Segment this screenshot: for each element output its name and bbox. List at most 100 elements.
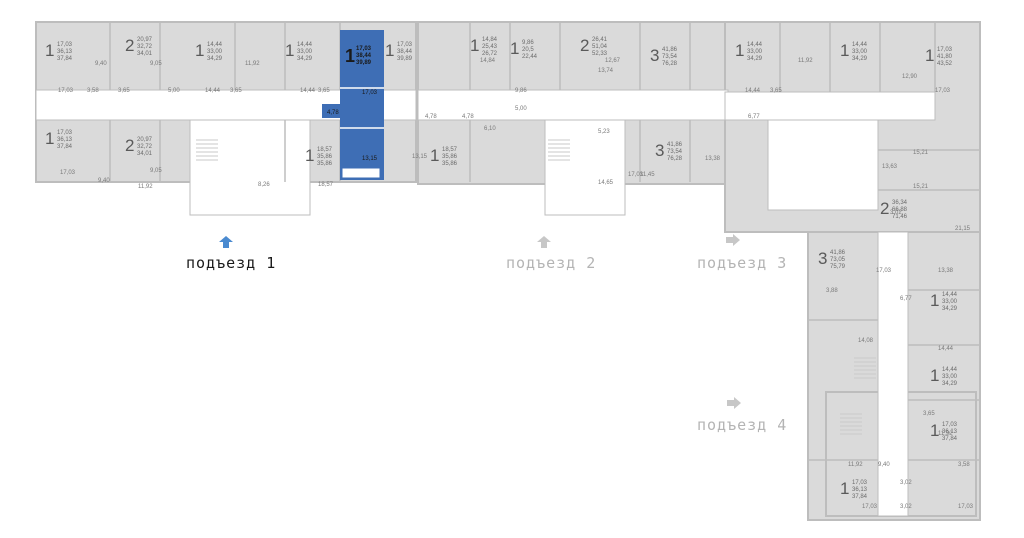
selected-area-value: 17,03 xyxy=(356,46,372,52)
area-value: 34,29 xyxy=(942,306,958,312)
area-value: 38,44 xyxy=(397,49,413,55)
area-value: 41,80 xyxy=(937,54,953,60)
area-value: 37,84 xyxy=(57,56,73,62)
area-value: 17,03 xyxy=(942,422,958,428)
area-value: 75,79 xyxy=(830,264,846,270)
area-value: 36,13 xyxy=(942,429,958,435)
entrance-4-label[interactable]: подъезд 4 xyxy=(697,416,788,434)
room-area-label: 6,10 xyxy=(484,126,496,132)
room-area-label: 13,15 xyxy=(412,154,428,160)
area-value: 14,44 xyxy=(297,42,313,48)
area-value: 34,29 xyxy=(297,56,313,62)
room-area-label: 11,92 xyxy=(848,462,863,468)
area-value: 39,89 xyxy=(397,56,413,62)
area-value: 17,03 xyxy=(57,130,73,136)
entrance-4-arrow-icon xyxy=(727,397,741,409)
room-area-label: 13,38 xyxy=(705,156,721,162)
room-area-label: 3,02 xyxy=(890,210,902,216)
area-value: 32,72 xyxy=(137,44,153,50)
room-count: 1 xyxy=(45,129,54,148)
corridor-3 xyxy=(877,231,909,517)
room-area-label: 4,78 xyxy=(462,114,474,120)
area-value: 41,86 xyxy=(830,250,846,256)
room-area-label: 5,00 xyxy=(515,106,527,112)
selected-apartment-balcony xyxy=(322,104,344,118)
room-area-label: 14,65 xyxy=(598,180,614,186)
room-area-label: 3,58 xyxy=(958,462,970,468)
room-count: 1 xyxy=(45,41,54,60)
entrance-2-label[interactable]: подъезд 2 xyxy=(506,254,597,272)
area-value: 9,86 xyxy=(522,40,534,46)
corridor-6 xyxy=(767,119,879,211)
selected-room-area: 4,78 xyxy=(327,110,339,116)
area-value: 71,46 xyxy=(892,214,908,220)
area-value: 37,84 xyxy=(852,494,868,500)
area-value: 34,01 xyxy=(137,51,153,57)
area-value: 76,28 xyxy=(662,61,678,67)
entrance-3-arrow-icon xyxy=(726,234,740,246)
room-area-label: 12,90 xyxy=(902,74,918,80)
room-area-label: 17,03 xyxy=(60,170,76,176)
room-count: 1 xyxy=(195,41,204,60)
corridor-4 xyxy=(189,119,311,216)
area-value: 37,84 xyxy=(942,436,958,442)
room-count: 2 xyxy=(125,36,134,55)
room-area-label: 21,15 xyxy=(955,226,971,232)
selected-balcony-strip xyxy=(341,167,381,179)
room-area-label: 3,65 xyxy=(923,411,935,417)
room-area-label: 14,44 xyxy=(938,346,954,352)
room-count: 1 xyxy=(385,41,394,60)
area-value: 51,04 xyxy=(592,44,608,50)
area-value: 35,86 xyxy=(442,161,458,167)
area-value: 20,97 xyxy=(137,37,153,43)
room-count: 1 xyxy=(470,36,479,55)
entrance-1-label[interactable]: подъезд 1 xyxy=(186,254,277,272)
area-value: 17,03 xyxy=(397,42,413,48)
entrance-3-label[interactable]: подъезд 3 xyxy=(697,254,788,272)
area-value: 76,28 xyxy=(667,156,683,162)
room-area-label: 3,02 xyxy=(900,480,912,486)
area-value: 33,00 xyxy=(942,374,958,380)
area-value: 20,5 xyxy=(522,47,534,53)
room-area-label: 9,86 xyxy=(515,88,527,94)
area-value: 35,86 xyxy=(317,161,333,167)
area-value: 36,13 xyxy=(852,487,868,493)
room-area-label: 14,44 xyxy=(205,88,221,94)
area-value: 18,57 xyxy=(442,147,458,153)
room-count: 1 xyxy=(840,41,849,60)
room-area-label: 17,03 xyxy=(628,172,644,178)
room-area-label: 6,77 xyxy=(900,296,912,302)
room-area-label: 9,05 xyxy=(150,168,162,174)
room-count: 1 xyxy=(510,39,519,58)
area-value: 52,33 xyxy=(592,51,608,57)
selected-room-count: 1 xyxy=(345,46,355,66)
room-area-label: 8,26 xyxy=(258,182,270,188)
